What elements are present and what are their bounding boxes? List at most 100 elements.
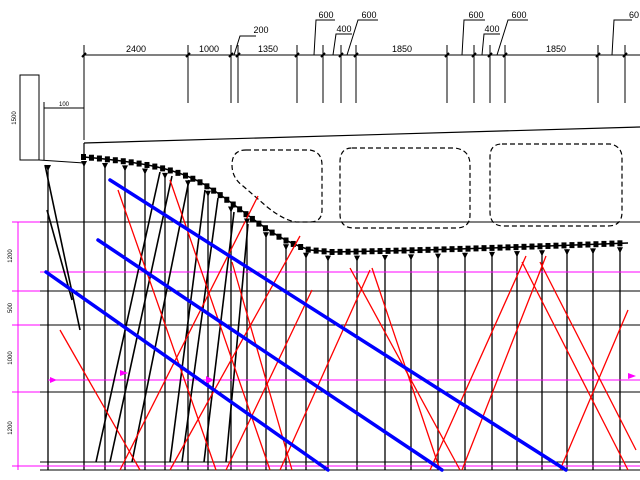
formwork-block	[553, 242, 559, 249]
shore-jack	[185, 180, 191, 187]
formwork-block	[298, 244, 304, 251]
shore-jack	[45, 165, 51, 171]
shore-jack	[489, 251, 495, 258]
dim-callout-600-a: 600	[318, 10, 333, 20]
formwork-block	[609, 240, 615, 247]
shore-jack	[435, 253, 441, 260]
shore-jacks	[45, 161, 623, 262]
formwork-block	[425, 246, 431, 253]
formwork-block	[585, 241, 591, 248]
formwork-block	[545, 242, 551, 249]
main-diagonal-braces	[44, 178, 568, 472]
formwork-block	[256, 220, 262, 227]
dim-callout-600-d: 600	[511, 10, 526, 20]
shore-jack	[162, 172, 168, 179]
formwork-block	[489, 244, 495, 251]
formwork-block	[593, 241, 599, 248]
formwork-block	[313, 247, 319, 254]
shore-jack	[325, 255, 331, 262]
formwork-block	[497, 244, 503, 251]
formwork-block	[561, 242, 567, 249]
dim-span-3: 1350	[258, 44, 278, 54]
formwork-block	[217, 192, 223, 199]
formwork-block	[305, 246, 311, 253]
shore-jack	[354, 255, 360, 262]
dim-level-2: 500	[8, 302, 14, 313]
shore-jack	[617, 247, 623, 254]
formwork-block	[417, 247, 423, 254]
vertical-shores	[47, 161, 621, 470]
shore-jack	[514, 251, 520, 258]
formwork-block	[204, 183, 210, 190]
dim-level-4: 1200	[8, 421, 14, 435]
formwork-block	[144, 161, 150, 168]
dim-box-height: 1500	[12, 111, 18, 125]
level-markers	[50, 370, 636, 384]
formwork-block	[237, 206, 243, 213]
girder-voids	[231, 143, 623, 229]
formwork-block	[283, 237, 289, 244]
shore-jack	[590, 248, 596, 255]
formwork-block	[481, 245, 487, 252]
formwork-block	[353, 248, 359, 255]
formwork-block	[521, 243, 527, 250]
formwork-block	[190, 175, 196, 182]
formwork-block	[167, 167, 173, 174]
formwork-block	[465, 245, 471, 252]
formwork-block	[182, 172, 188, 179]
formwork-block	[529, 243, 535, 250]
formwork-block	[345, 248, 351, 255]
shore-jack	[205, 190, 211, 197]
formwork-block	[513, 244, 519, 251]
dim-callout-400-a: 400	[336, 24, 351, 34]
shore-jack	[228, 206, 234, 213]
shore-jack	[244, 218, 250, 225]
formwork-block	[617, 240, 623, 247]
formwork-block	[321, 248, 327, 255]
formwork-block	[329, 248, 335, 255]
shore-jack	[283, 244, 289, 251]
formwork-block	[377, 248, 383, 255]
formwork-block	[441, 246, 447, 253]
formwork-block	[120, 158, 126, 165]
formwork-block	[337, 248, 343, 255]
formwork-block	[473, 245, 479, 252]
formwork-block	[211, 187, 217, 194]
dim-callout-400-b: 400	[484, 24, 499, 34]
formwork-block	[88, 154, 94, 161]
formwork-block	[96, 155, 102, 162]
shore-jack	[408, 254, 414, 261]
formwork-block	[577, 241, 583, 248]
left-wall-detail	[19, 74, 85, 164]
formwork-block	[385, 247, 391, 254]
formwork-block	[457, 245, 463, 252]
shore-jack	[564, 249, 570, 256]
shore-jack	[303, 252, 309, 259]
formwork-block	[128, 159, 134, 166]
formwork-block	[262, 225, 268, 232]
girder-outline	[83, 126, 640, 160]
shore-jack	[81, 161, 87, 167]
formwork-block	[449, 246, 455, 253]
formwork-block	[505, 244, 511, 251]
formwork-block	[224, 196, 230, 203]
formwork-block	[537, 243, 543, 250]
formwork-block	[269, 229, 275, 236]
formwork-block	[160, 165, 166, 172]
formwork-block	[249, 215, 255, 222]
formwork-block	[276, 233, 282, 240]
shore-jack	[102, 163, 108, 170]
formwork-block	[409, 247, 415, 254]
shore-jack	[462, 252, 468, 259]
left-level-dimension-line	[12, 221, 40, 470]
formwork-blocks	[81, 154, 623, 255]
horizontal-ledgers	[40, 221, 640, 471]
dim-callout-600-b: 600	[361, 10, 376, 20]
dim-span-5: 1850	[546, 44, 566, 54]
dim-span-4: 1850	[392, 44, 412, 54]
formwork-block	[569, 242, 575, 249]
dim-box-width: 100	[59, 102, 70, 108]
formwork-block	[601, 240, 607, 247]
formwork-block	[369, 248, 375, 255]
formwork-block	[230, 201, 236, 208]
